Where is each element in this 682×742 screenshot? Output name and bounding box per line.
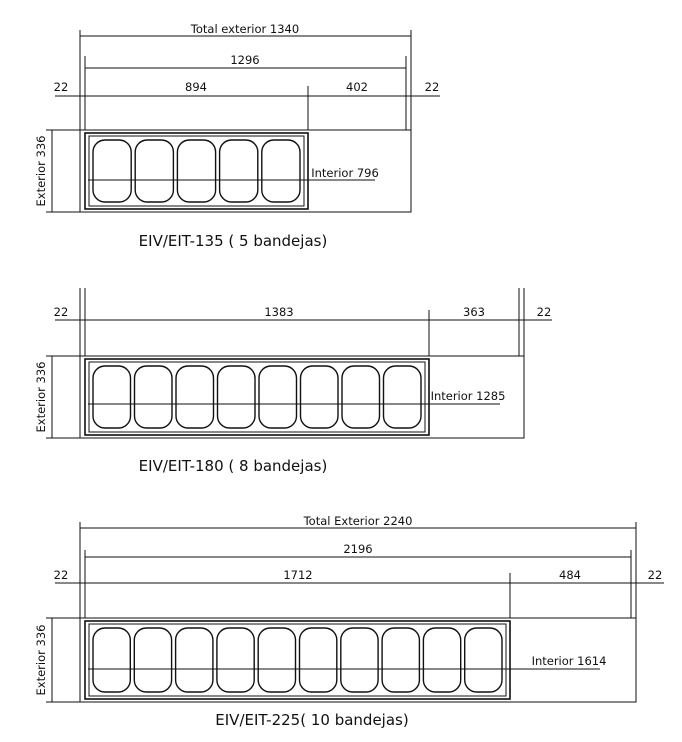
- tray-well-inner: [88, 361, 426, 433]
- left-margin-label: 22: [54, 568, 69, 582]
- tray-pan: [216, 627, 255, 693]
- unit-body: [79, 617, 637, 703]
- tray-pan: [218, 139, 259, 203]
- tray-pan: [298, 627, 338, 693]
- diagram-eiv-180: 1383 363 22 22 Exterior 336 Interior 128…: [34, 288, 552, 475]
- tray-pan: [340, 627, 379, 693]
- tray-pan: [92, 627, 131, 693]
- model-caption: EIV/EIT-135 ( 5 bandejas): [139, 232, 328, 250]
- tray-pan: [133, 627, 173, 693]
- tray-pan: [175, 365, 215, 429]
- diagram-eiv-135: Total exterior 1340 1296 894 402 22 22 E…: [34, 22, 440, 250]
- tray-pan: [257, 627, 297, 693]
- exterior-height-label: Exterior 336: [34, 136, 48, 207]
- tray-group: [92, 627, 503, 693]
- tray-pan: [92, 139, 132, 203]
- tray-pan: [92, 365, 132, 429]
- total-exterior-label: Total exterior 1340: [190, 22, 299, 36]
- section-a-label: 1712: [283, 568, 312, 582]
- model-caption: EIV/EIT-225( 10 bandejas): [215, 711, 408, 729]
- total-exterior-label: Total Exterior 2240: [303, 514, 413, 528]
- tray-group: [92, 139, 301, 203]
- tray-pan: [381, 627, 421, 693]
- tray-pan: [422, 627, 462, 693]
- interior-label: Interior 1285: [431, 389, 506, 403]
- section-b-label: 363: [463, 305, 485, 319]
- left-margin-label: 22: [54, 80, 69, 94]
- tray-pan: [174, 627, 214, 693]
- tray-pan: [216, 365, 256, 429]
- tray-well-outer: [84, 620, 511, 700]
- tray-pan: [382, 365, 422, 429]
- tray-pan: [341, 365, 381, 429]
- right-margin-label: 22: [648, 568, 663, 582]
- exterior-height-label: Exterior 336: [34, 625, 48, 696]
- tray-pan: [261, 139, 301, 203]
- tray-group: [92, 365, 422, 429]
- right-margin-label: 22: [537, 305, 552, 319]
- tray-well-outer: [84, 358, 430, 436]
- interior-label: Interior 796: [311, 166, 379, 180]
- section-a-label: 1383: [264, 305, 293, 319]
- span-label: 2196: [343, 542, 372, 556]
- span-label: 1296: [230, 53, 259, 67]
- tray-well-inner: [88, 135, 305, 207]
- section-b-label: 402: [346, 80, 368, 94]
- section-a-label: 894: [185, 80, 207, 94]
- unit-body: [79, 129, 412, 213]
- diagram-eiv-225: Total Exterior 2240 2196 1712 484 22 22 …: [34, 514, 664, 729]
- tray-pan: [464, 627, 503, 693]
- left-margin-label: 22: [54, 305, 69, 319]
- unit-body: [79, 355, 525, 439]
- tray-pan: [176, 139, 217, 203]
- exterior-height-label: Exterior 336: [34, 362, 48, 433]
- model-caption: EIV/EIT-180 ( 8 bandejas): [139, 457, 328, 475]
- tray-pan: [133, 365, 173, 429]
- tray-well-outer: [84, 132, 309, 210]
- tray-pan: [299, 365, 339, 429]
- tray-pan: [134, 139, 175, 203]
- tray-well-inner: [88, 623, 507, 697]
- tray-pan: [258, 365, 298, 429]
- section-b-label: 484: [559, 568, 581, 582]
- interior-label: Interior 1614: [532, 654, 607, 668]
- right-margin-label: 22: [425, 80, 440, 94]
